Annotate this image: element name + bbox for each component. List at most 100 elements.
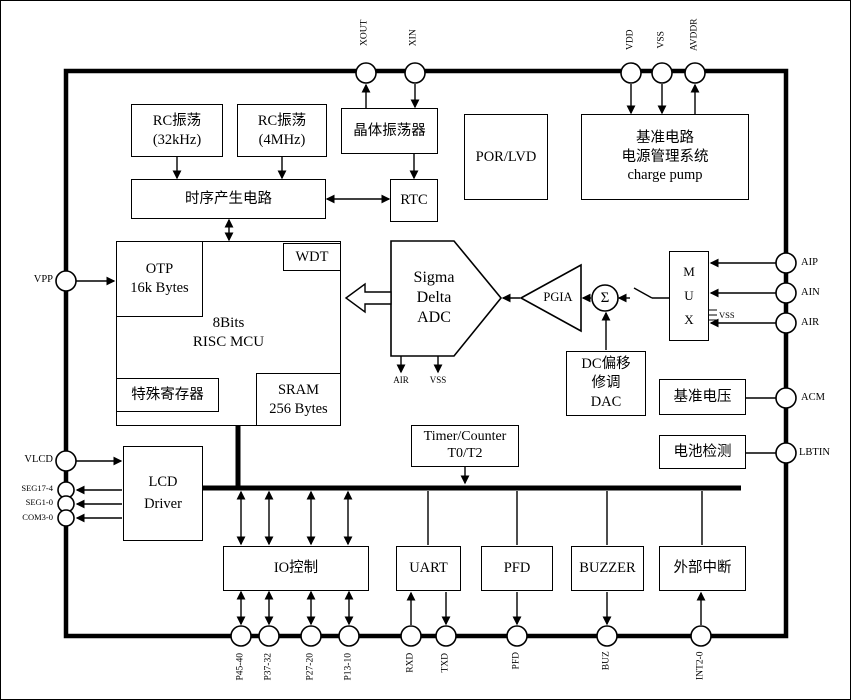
otp-line2: 16k Bytes (130, 280, 189, 296)
mux-line1: M (683, 263, 695, 279)
timing-label: 时序产生电路 (185, 190, 272, 207)
pad-avddr (684, 62, 706, 84)
pin-label-int2-0: INT2-0 (695, 651, 706, 681)
pgia-shape (519, 263, 582, 333)
block-power-mgmt: 基准电路 电源管理系统 charge pump (581, 114, 749, 200)
block-uart: UART (396, 546, 461, 591)
adc-line2: Delta (416, 289, 452, 306)
pin-label-p27-20: P27-20 (305, 653, 316, 681)
pad-air (775, 312, 797, 334)
mux-line3: X (684, 312, 694, 328)
pin-label-xout: XOUT (359, 19, 370, 46)
pin-label-acm: ACM (801, 392, 825, 403)
dac-line2: 修调 (591, 375, 621, 392)
vref-label: 基准电压 (673, 388, 732, 405)
rc32-line1: RC振荡 (152, 112, 202, 129)
pin-label-p37-32: P37-32 (263, 653, 274, 681)
mcu-line2: RISC MCU (192, 334, 265, 350)
mux-vss-label: VSS (719, 310, 735, 320)
dac-line1: DC偏移 (581, 356, 631, 373)
block-io-ctrl: IO控制 (223, 546, 369, 591)
block-otp: OTP 16k Bytes (116, 241, 203, 317)
block-por-lvd: POR/LVD (464, 114, 548, 200)
pgia-label: PGIA (535, 290, 581, 306)
block-pfd: PFD (481, 546, 553, 591)
por-lvd-label: POR/LVD (475, 148, 537, 165)
pin-label-seg1-0: SEG1-0 (25, 497, 53, 507)
pin-label-buz: BUZ (601, 651, 612, 671)
rtc-label: RTC (400, 192, 428, 209)
switch-blade (633, 287, 653, 299)
pad-xout (355, 62, 377, 84)
power-line2: 电源管理系统 (621, 148, 709, 165)
lcd-line2: Driver (144, 495, 182, 512)
rc4-line2: (4MHz) (258, 131, 306, 148)
pin-label-vpp: VPP (33, 274, 53, 285)
pin-label-com3-0: COM3-0 (22, 512, 53, 522)
pin-label-ain: AIN (801, 287, 820, 298)
pad-rxd (400, 625, 422, 647)
wdt-label: WDT (295, 248, 329, 265)
pad-vss (651, 62, 673, 84)
special-reg-label: 特殊寄存器 (131, 386, 204, 403)
adc-label: Sigma Delta ADC (394, 266, 474, 330)
pad-vlcd (55, 450, 77, 472)
pad-com3-0 (57, 509, 75, 527)
chip-outline (63, 68, 789, 639)
block-sram: SRAM 256 Bytes (256, 373, 341, 426)
pad-lbtin (775, 442, 797, 464)
summer-text: Σ (600, 289, 610, 306)
block-rtc: RTC (390, 179, 438, 222)
adc-line1: Sigma (413, 269, 455, 286)
pad-int2-0 (690, 625, 712, 647)
summer-shape (591, 284, 619, 312)
mcu-label: 8Bits RISC MCU (146, 313, 311, 353)
pin-label-aip: AIP (801, 257, 818, 268)
dac-line3: DAC (590, 393, 622, 410)
pin-label-vss: VSS (656, 31, 667, 49)
block-offset-dac: DC偏移 修调 DAC (566, 351, 646, 416)
pad-vpp (55, 270, 77, 292)
pad-p45-40 (230, 625, 252, 647)
adc-shape (390, 240, 503, 357)
block-wdt: WDT (283, 243, 341, 271)
io-ctrl-label: IO控制 (273, 560, 319, 577)
adc-pin-vss-label: VSS (429, 375, 447, 385)
pad-p13-10 (338, 625, 360, 647)
buzzer-label: BUZZER (579, 560, 636, 577)
block-vref: 基准电压 (659, 379, 746, 415)
block-rc-32k: RC振荡 (32kHz) (131, 104, 223, 157)
block-timing-gen: 时序产生电路 (131, 179, 326, 219)
timer-line2: T0/T2 (447, 446, 483, 461)
pin-label-txd: TXD (440, 652, 451, 673)
pin-label-p13-10: P13-10 (343, 653, 354, 681)
pin-label-vlcd: VLCD (24, 454, 53, 465)
block-timer: Timer/Counter T0/T2 (411, 425, 519, 467)
pad-xin (404, 62, 426, 84)
power-line1: 基准电路 (636, 129, 694, 146)
pad-p37-32 (258, 625, 280, 647)
battery-label: 电池检测 (673, 443, 732, 460)
pfd-label: PFD (503, 560, 531, 577)
pad-aip (775, 252, 797, 274)
adc-mcu-block-arrow (344, 282, 392, 314)
timer-line1: Timer/Counter (423, 429, 507, 445)
rc32-line2: (32kHz) (152, 131, 202, 148)
block-rc-4m: RC振荡 (4MHz) (237, 104, 327, 157)
pin-label-pfd: PFD (511, 652, 522, 670)
block-crystal-osc: 晶体振荡器 (341, 108, 438, 154)
pin-label-xin: XIN (408, 29, 419, 47)
pad-buz (596, 625, 618, 647)
sram-line2: 256 Bytes (269, 400, 328, 417)
pin-label-lbtin: LBTIN (799, 447, 830, 458)
lcd-line1: LCD (148, 473, 178, 490)
otp-line1: OTP (145, 261, 174, 278)
block-battery-detect: 电池检测 (659, 435, 746, 469)
pin-label-avddr: AVDDR (689, 18, 700, 52)
ext-int-label: 外部中断 (673, 560, 732, 577)
block-ext-int: 外部中断 (659, 546, 746, 591)
pad-pfd (506, 625, 528, 647)
pin-label-rxd: RXD (405, 652, 416, 673)
